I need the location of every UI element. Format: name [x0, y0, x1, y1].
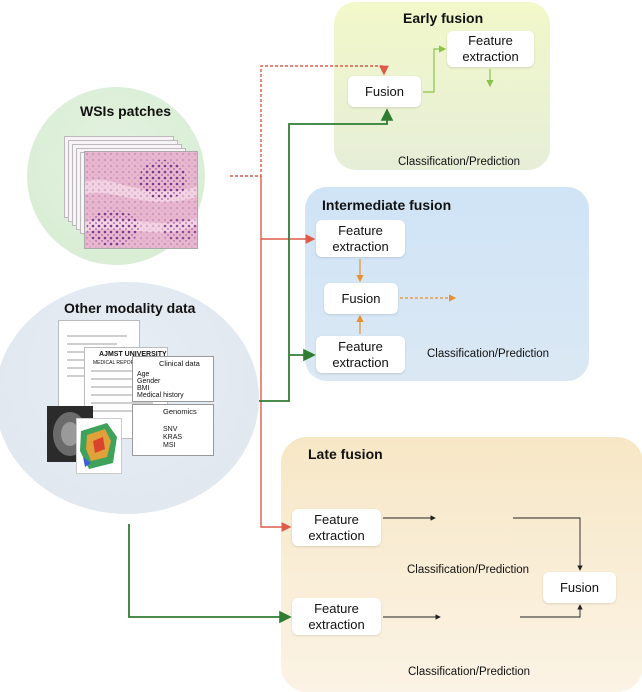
intermediate-feature-extraction-top: Feature extraction [316, 220, 405, 257]
intermediate-feature-extraction-bottom: Feature extraction [316, 336, 405, 373]
late-output-label-bottom: Classification/Prediction [408, 666, 531, 678]
clinical-item: Age [137, 371, 150, 378]
wsi-to-late-arrow [260, 239, 292, 532]
clinical-data-box: Clinical data Age Gender BMI Medical his… [132, 356, 214, 402]
early-feature-extraction-box: Feature extraction [447, 31, 534, 67]
clinical-item: BMI [137, 385, 150, 392]
early-fusion-box: Fusion [348, 76, 421, 107]
tissue-image [84, 151, 198, 249]
early-fusion-title: Early fusion [403, 10, 484, 26]
late-fusion-panel [281, 437, 642, 692]
late-fusion-title: Late fusion [308, 446, 383, 462]
genomics-item: MSI [163, 442, 176, 449]
genomics-title: Genomics [163, 407, 197, 416]
wsi-to-early-arrow [230, 65, 389, 177]
genomics-item: SNV [163, 426, 178, 433]
late-output-label-top: Classification/Prediction [407, 564, 530, 576]
wsi-title: WSIs patches [80, 103, 172, 119]
late-feature-extraction-top: Feature extraction [292, 509, 381, 546]
clinical-item: Gender [137, 378, 161, 385]
genomics-item: KRAS [163, 434, 183, 441]
genomics-heatmap-image [76, 418, 122, 474]
late-fusion-box: Fusion [543, 572, 616, 603]
wsi-to-intermediate-arrow [260, 176, 316, 244]
doc-header: AJMST UNIVERSITY [99, 351, 167, 358]
late-feature-extraction-bottom: Feature extraction [292, 598, 381, 635]
modality-to-early-arrow [259, 108, 394, 402]
intermediate-fusion-box: Fusion [324, 283, 398, 314]
early-output-label: Classification/Prediction [398, 156, 521, 168]
intermediate-output-label: Classification/Prediction [427, 348, 550, 360]
clinical-title: Clinical data [159, 359, 200, 368]
intermediate-fusion-title: Intermediate fusion [322, 197, 452, 213]
doc-subheader: MEDICAL REPORT FORM [93, 360, 154, 366]
modality-to-late-arrow [128, 524, 292, 624]
genomics-box: Genomics SNV KRAS MSI [132, 404, 214, 456]
clinical-item: Medical history [137, 392, 184, 399]
modality-title: Other modality data [64, 300, 196, 316]
